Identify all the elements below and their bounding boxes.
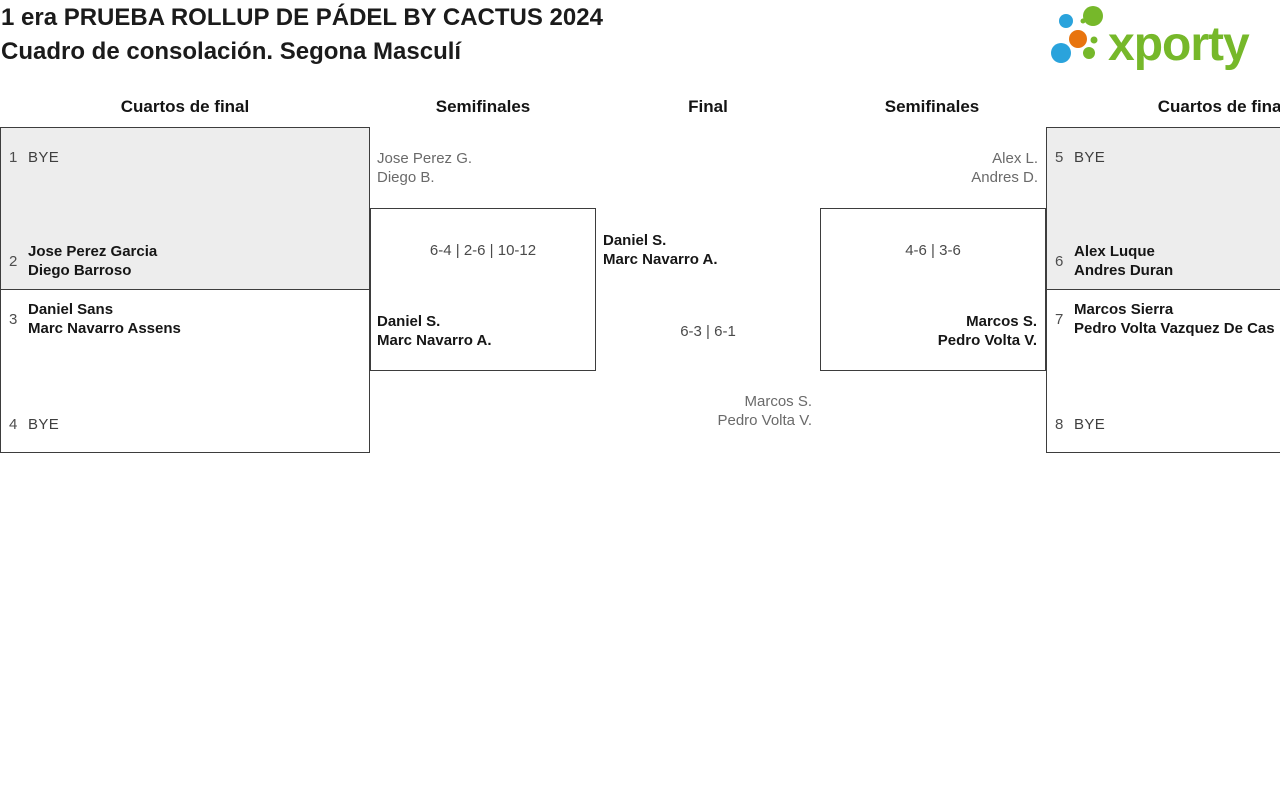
round-header-semifinals-right: Semifinales bbox=[884, 97, 980, 116]
seed-number: 7 bbox=[1055, 310, 1064, 328]
bracket-slot-seed-3: 3 Daniel Sans Marc Navarro Assens bbox=[9, 300, 365, 338]
bracket-slot-seed-6: 6 Alex Luque Andres Duran bbox=[1055, 242, 1280, 280]
team-name-line: Diego B. bbox=[377, 169, 435, 186]
team-name-line: Marc Navarro Assens bbox=[28, 320, 181, 337]
logo-dot-blue-small bbox=[1059, 14, 1073, 28]
team-name-line: BYE bbox=[1074, 415, 1106, 433]
match-box-sf-right bbox=[820, 208, 1046, 371]
match-box-sf-left bbox=[370, 208, 596, 371]
team-name-line: Pedro Volta V. bbox=[937, 332, 1037, 349]
match-box-qf-right-bottom: 7 Marcos Sierra Pedro Volta Vazquez De C… bbox=[1046, 289, 1280, 453]
match-box-qf-left-bottom: 3 Daniel Sans Marc Navarro Assens 4 BYE bbox=[0, 289, 370, 453]
bracket-slot-seed-1: 1 BYE bbox=[9, 138, 365, 176]
seed-number: 1 bbox=[9, 148, 18, 166]
round-header-quarterfinals-right: Cuartos de final bbox=[1157, 97, 1280, 116]
xporty-logo-icon: xporty bbox=[1051, 6, 1251, 71]
page-title-block: 1 era PRUEBA ROLLUP DE PÁDEL BY CACTUS 2… bbox=[1, 1, 603, 69]
final-score: 6-3 | 6-1 bbox=[680, 323, 736, 340]
bracket-subtitle: Cuadro de consolación. Segona Masculí bbox=[1, 38, 462, 65]
bracket-slot-seed-4: 4 BYE bbox=[9, 405, 365, 443]
sf-left-top-team: Jose Perez G. Diego B. bbox=[377, 149, 472, 187]
team-name-line: BYE bbox=[28, 148, 60, 166]
sf-right-top-team: Alex L. Andres D. bbox=[971, 149, 1038, 187]
sf-left-winner: Daniel S. Marc Navarro A. bbox=[377, 312, 492, 350]
team-name-line: Pedro Volta Vazquez De Cas bbox=[1074, 320, 1275, 337]
sf-right-score: 4-6 | 3-6 bbox=[905, 242, 961, 259]
logo-dot-blue-large bbox=[1051, 43, 1071, 63]
final-bottom-team: Marcos S. Pedro Volta V. bbox=[595, 392, 812, 430]
logo-dot-green-tiny bbox=[1080, 18, 1086, 24]
team-name-line: Daniel S. bbox=[377, 313, 441, 330]
seed-number: 5 bbox=[1055, 148, 1064, 166]
match-box-qf-left-top: 1 BYE 2 Jose Perez Garcia Diego Barroso bbox=[0, 127, 370, 290]
team-name-line: Pedro Volta V. bbox=[717, 412, 812, 429]
round-header-final: Final bbox=[688, 97, 728, 116]
round-header-quarterfinals-left: Cuartos de final bbox=[120, 97, 250, 116]
logo-dot-green-large bbox=[1083, 6, 1103, 26]
xporty-logo: xporty bbox=[1048, 4, 1280, 77]
team-name-line: BYE bbox=[28, 415, 60, 433]
team-name-line: Jose Perez G. bbox=[377, 150, 473, 167]
team-name-line: Marc Navarro A. bbox=[603, 251, 718, 268]
match-box-qf-right-top: 5 BYE 6 Alex Luque Andres Duran bbox=[1046, 127, 1280, 290]
team-name-line: Marcos Sierra bbox=[1074, 301, 1174, 318]
team-name-line: Andres D. bbox=[971, 169, 1038, 186]
team-name-line: Marcos S. bbox=[744, 393, 812, 410]
tournament-title: 1 era PRUEBA ROLLUP DE PÁDEL BY CACTUS 2… bbox=[1, 4, 603, 31]
seed-number: 8 bbox=[1055, 415, 1064, 433]
bracket-slot-seed-5: 5 BYE bbox=[1055, 138, 1280, 176]
bracket-slot-seed-2: 2 Jose Perez Garcia Diego Barroso bbox=[9, 242, 365, 280]
logo-dot-green-small bbox=[1083, 47, 1095, 59]
bracket-slot-seed-8: 8 BYE bbox=[1055, 405, 1280, 443]
bracket-slot-seed-7: 7 Marcos Sierra Pedro Volta Vazquez De C… bbox=[1055, 300, 1280, 338]
team-name-line: Diego Barroso bbox=[28, 262, 132, 279]
team-name-line: BYE bbox=[1074, 148, 1106, 166]
sf-left-score: 6-4 | 2-6 | 10-12 bbox=[429, 242, 537, 259]
team-name-line: Jose Perez Garcia bbox=[28, 243, 158, 260]
logo-wordmark: xporty bbox=[1108, 18, 1250, 71]
seed-number: 3 bbox=[9, 310, 18, 328]
team-name-line: Alex Luque bbox=[1074, 243, 1155, 260]
team-name-line: Alex L. bbox=[992, 150, 1038, 167]
seed-number: 2 bbox=[9, 252, 18, 270]
team-name-line: Andres Duran bbox=[1074, 262, 1174, 279]
round-header-semifinals-left: Semifinales bbox=[435, 97, 531, 116]
final-top-team: Daniel S. Marc Navarro A. bbox=[603, 231, 718, 269]
team-name-line: Daniel Sans bbox=[28, 301, 114, 318]
team-name-line: Daniel S. bbox=[603, 232, 667, 249]
seed-number: 6 bbox=[1055, 252, 1064, 270]
seed-number: 4 bbox=[9, 415, 18, 433]
sf-right-winner: Marcos S. Pedro Volta V. bbox=[938, 312, 1037, 350]
logo-dot-green-tiny2 bbox=[1090, 36, 1098, 44]
logo-dot-orange bbox=[1069, 30, 1087, 48]
team-name-line: Marc Navarro A. bbox=[377, 332, 492, 349]
team-name-line: Marcos S. bbox=[966, 313, 1037, 330]
